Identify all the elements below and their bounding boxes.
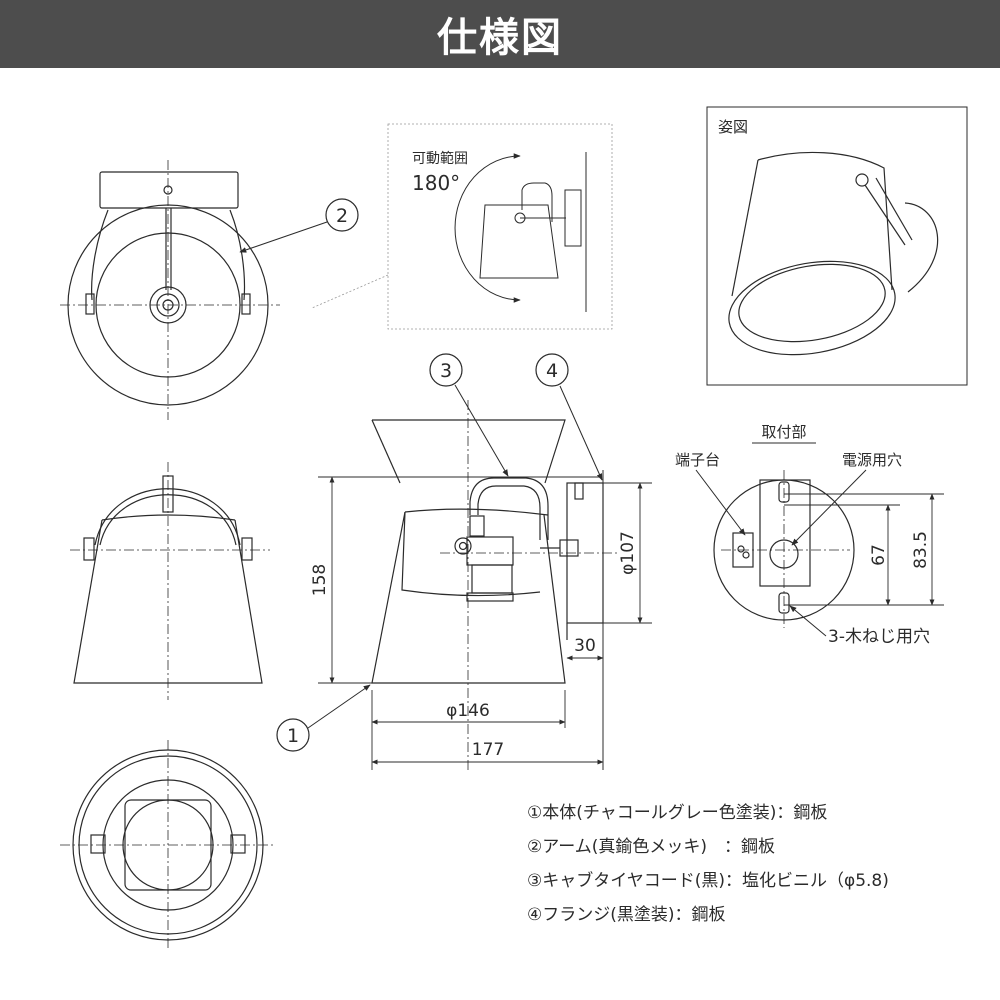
range-label: 可動範囲 bbox=[412, 150, 468, 167]
mount-view: 取付部 端子台 電源用穴 3-木ねじ用穴 67 83.5 bbox=[675, 423, 944, 647]
bottom-view bbox=[60, 740, 276, 950]
callout-1-label: 1 bbox=[287, 725, 299, 747]
materials-legend: ①本体(チャコールグレー色塗装)：鋼板 ②アーム(真鍮色メッキ) ：鋼板 ③キャ… bbox=[527, 796, 997, 932]
power-hole-label: 電源用穴 bbox=[842, 451, 902, 469]
side-dimensions bbox=[318, 476, 652, 770]
dim-flange-depth: 30 bbox=[574, 636, 596, 656]
screw-holes-label: 3-木ねじ用穴 bbox=[828, 627, 930, 647]
back-view bbox=[70, 462, 270, 700]
range-view: 可動範囲 180° bbox=[311, 123, 613, 330]
legend-item-cord: ③キャブタイヤコード(黒)：塩化ビニル（φ5.8) bbox=[527, 871, 889, 891]
mount-label: 取付部 bbox=[761, 423, 806, 441]
perspective-view: 姿図 bbox=[706, 106, 968, 386]
legend-item-body: ①本体(チャコールグレー色塗装)：鋼板 bbox=[527, 803, 828, 823]
dim-total-depth: 177 bbox=[472, 740, 504, 760]
callout-4-label: 4 bbox=[546, 360, 558, 382]
perspective-label: 姿図 bbox=[718, 118, 748, 136]
dim-flange-diameter: φ107 bbox=[618, 531, 638, 575]
callout-1: 1 bbox=[276, 684, 371, 752]
callout-4: 4 bbox=[535, 353, 603, 481]
callout-3: 3 bbox=[429, 353, 509, 477]
header-bar: 仕様図 bbox=[0, 0, 1000, 68]
callout-2: 2 bbox=[239, 198, 359, 253]
legend-item-arm: ②アーム(真鍮色メッキ) ：鋼板 bbox=[527, 837, 775, 857]
dim-shade-diameter: φ146 bbox=[446, 701, 490, 721]
dim-height: 158 bbox=[310, 564, 330, 596]
callout-3-label: 3 bbox=[440, 360, 452, 382]
side-view bbox=[371, 400, 620, 770]
dim-hole-pitch-83-5: 83.5 bbox=[911, 531, 931, 569]
legend-item-flange: ④フランジ(黒塗装)：鋼板 bbox=[527, 905, 726, 925]
page-title: 仕様図 bbox=[437, 15, 563, 61]
callout-2-label: 2 bbox=[336, 205, 348, 227]
dim-hole-pitch-67: 67 bbox=[869, 544, 889, 566]
range-angle: 180° bbox=[412, 171, 460, 195]
terminal-label: 端子台 bbox=[675, 451, 720, 469]
top-view bbox=[60, 160, 280, 420]
